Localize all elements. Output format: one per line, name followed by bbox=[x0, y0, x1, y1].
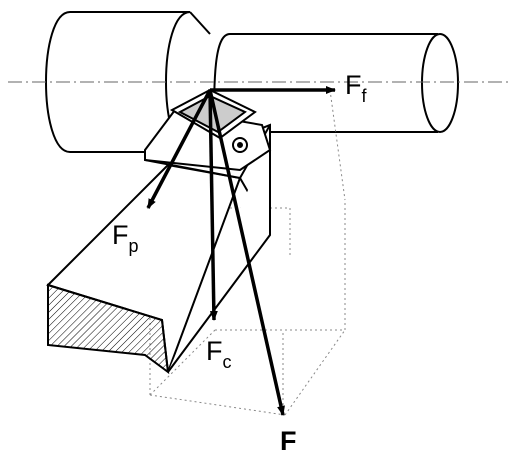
force-vectors bbox=[146, 86, 336, 416]
feed-force-label: Ff bbox=[345, 70, 367, 106]
passive-force-arrow bbox=[146, 89, 212, 209]
cutting-insert bbox=[169, 88, 257, 140]
cutting-force-arrow bbox=[208, 89, 218, 321]
cutting-force-label: Fc bbox=[206, 336, 232, 372]
resultant-force-label: F bbox=[280, 426, 297, 456]
workpiece-small-cylinder bbox=[213, 33, 459, 133]
passive-force-label: Fp bbox=[112, 220, 139, 256]
resultant-force-arrow bbox=[208, 89, 285, 416]
